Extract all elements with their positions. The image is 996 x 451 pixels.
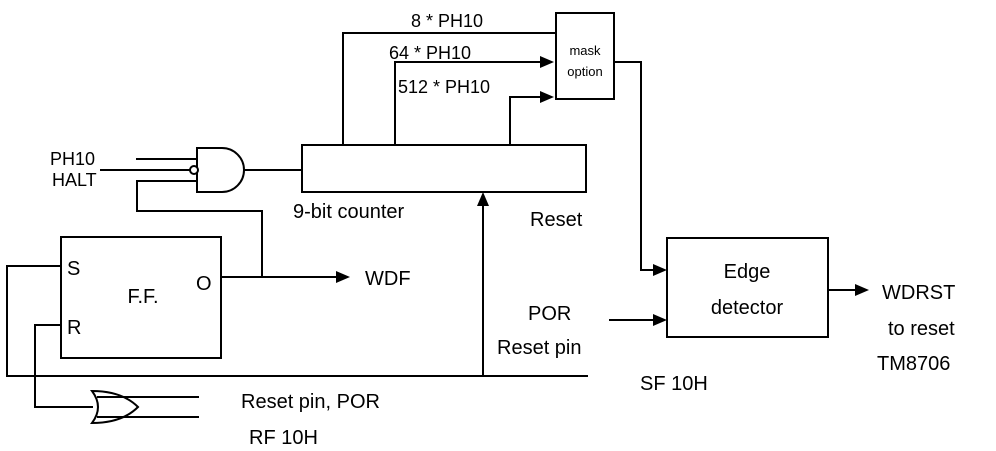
wdrst-label-line2: to reset <box>888 318 955 340</box>
tap-8-label: 8 * PH10 <box>411 11 483 31</box>
edge-detector-box <box>666 237 829 338</box>
ff-set-pin: S <box>67 258 80 280</box>
wdf-label: WDF <box>365 268 411 290</box>
por-label-line2: Reset pin <box>497 337 582 359</box>
ff-output-pin: O <box>196 273 212 295</box>
counter-reset-arrowhead <box>477 192 489 206</box>
halt-label: HALT <box>52 170 97 190</box>
and-gate <box>196 147 245 193</box>
reset-bus-wire <box>6 265 588 377</box>
por-label-line1: POR <box>528 303 571 325</box>
wdrst-label-line3: TM8706 <box>877 353 950 375</box>
tap-8-wire <box>342 32 557 146</box>
mask-option-label-line1: mask <box>569 43 601 58</box>
mask-option-box <box>555 12 615 100</box>
ff-reset-pin: R <box>67 317 81 339</box>
or-gate <box>90 389 140 425</box>
mask-to-edge-arrowhead <box>653 264 667 276</box>
sf-10h-label: SF 10H <box>640 373 708 395</box>
tap-512-label: 512 * PH10 <box>398 77 490 97</box>
tap-512-wire <box>509 96 541 146</box>
or-to-ff-reset-wire <box>34 324 93 408</box>
mask-option-label-line2: option <box>567 64 602 79</box>
ff-label: F.F. <box>127 286 158 308</box>
counter-box <box>301 144 587 193</box>
ph10-label: PH10 <box>50 149 95 169</box>
flipflop-box <box>60 236 222 359</box>
tap-64-wire <box>394 61 541 146</box>
wdf-arrowhead <box>336 271 350 283</box>
tap-64-label: 64 * PH10 <box>389 43 471 63</box>
ff-feedback-wire <box>136 180 263 278</box>
and-gate-inversion-bubble <box>189 165 199 175</box>
counter-label: 9-bit counter <box>293 201 405 223</box>
mask-to-edge-wire <box>613 61 654 271</box>
edge-detector-label-line2: detector <box>711 297 784 319</box>
tap-512-arrowhead <box>540 91 554 103</box>
wdrst-arrowhead <box>855 284 869 296</box>
counter-reset-label: Reset <box>530 209 583 231</box>
por-input-arrowhead <box>653 314 667 326</box>
or-input-label-2: RF 10H <box>249 427 318 449</box>
or-input-label-1: Reset pin, POR <box>241 391 380 413</box>
tap-64-arrowhead <box>540 56 554 68</box>
wdrst-label-line1: WDRST <box>882 282 955 304</box>
edge-detector-label-line1: Edge <box>724 261 771 283</box>
